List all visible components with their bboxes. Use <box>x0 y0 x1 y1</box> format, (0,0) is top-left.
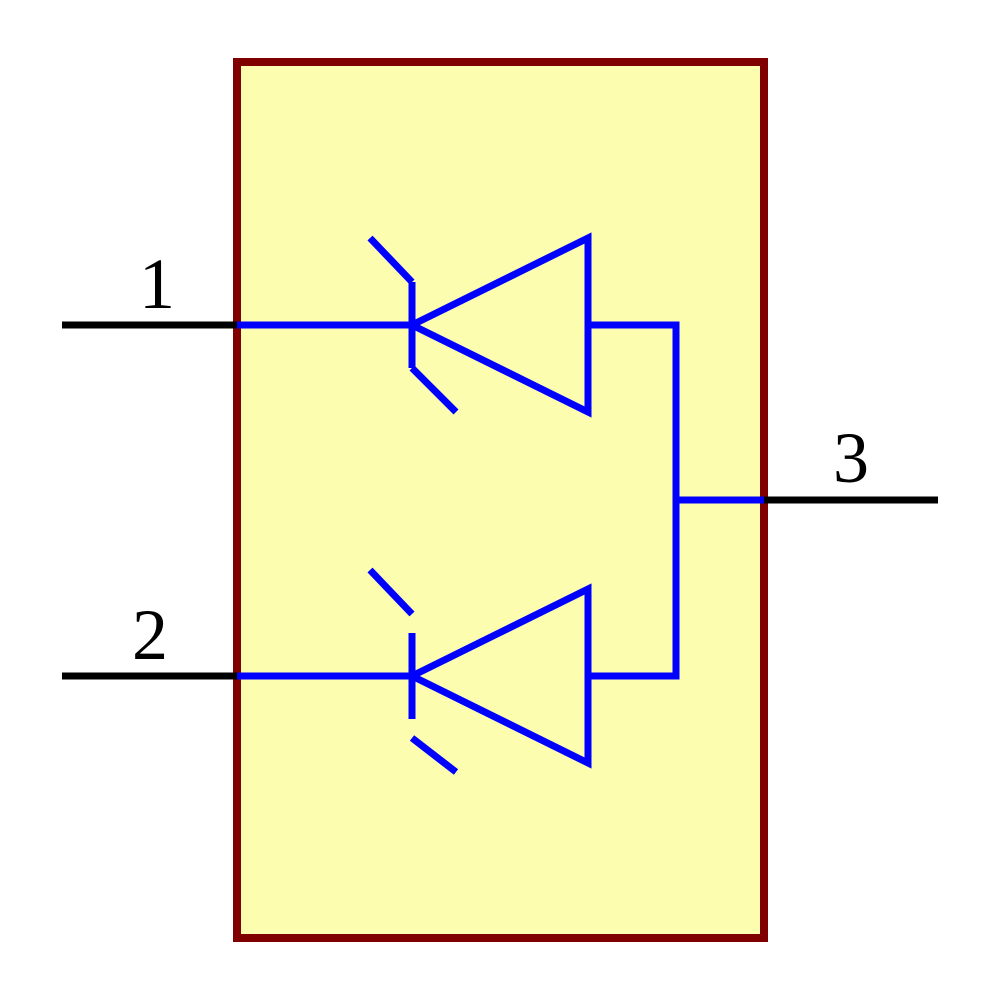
zener-diode-2 <box>237 567 676 775</box>
pin-2-label: 2 <box>132 595 168 675</box>
zener-diode-1 <box>237 232 676 418</box>
common-wire <box>672 321 764 680</box>
pin-3-label: 3 <box>833 418 869 498</box>
pin-1-label: 1 <box>139 244 175 324</box>
